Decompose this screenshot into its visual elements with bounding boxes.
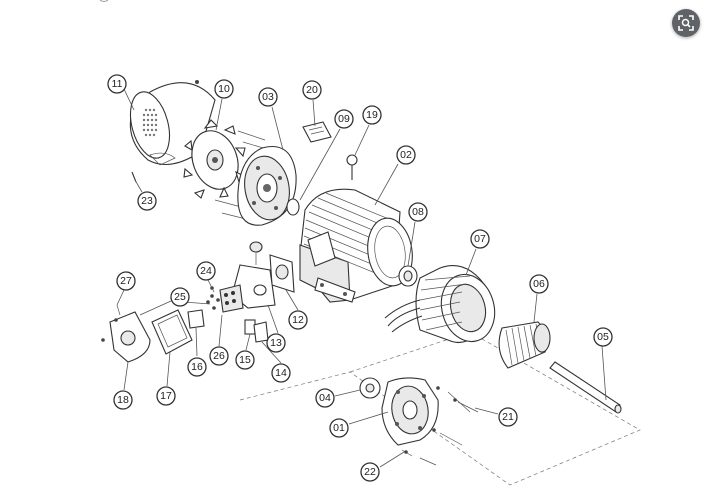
cooling-fan (183, 119, 246, 199)
svg-text:17: 17 (160, 390, 172, 402)
svg-text:20: 20 (306, 84, 318, 96)
callout-01: 01 (329, 418, 349, 438)
callout-04: 04 (315, 388, 335, 408)
svg-text:18: 18 (117, 394, 129, 406)
callout-23: 23 (137, 191, 157, 211)
front-bearing (398, 265, 418, 287)
svg-text:23: 23 (141, 195, 153, 207)
svg-text:21: 21 (502, 411, 514, 423)
svg-text:11: 11 (112, 78, 123, 90)
svg-text:19: 19 (366, 109, 378, 121)
svg-text:07: 07 (474, 233, 486, 245)
nameplate (302, 121, 332, 143)
terminal-cover-seal (151, 309, 193, 355)
callout-12: 12 (288, 310, 308, 330)
terminal-box-cover (101, 311, 151, 363)
callout-22: 22 (360, 462, 380, 482)
front-end-shield (381, 377, 439, 446)
svg-text:14: 14 (275, 367, 287, 379)
wave-washer (286, 198, 300, 216)
leader-lines (116, 88, 607, 468)
svg-text:12: 12 (292, 314, 304, 326)
svg-text:04: 04 (319, 392, 331, 404)
svg-text:05: 05 (597, 331, 609, 343)
callout-08: 08 (408, 202, 428, 222)
svg-text:24: 24 (200, 265, 212, 277)
callout-05: 05 (593, 327, 613, 347)
callout-18: 18 (113, 390, 133, 410)
assembly-guide-lines (239, 331, 641, 486)
terminal-box-base (231, 241, 276, 309)
svg-text:26: 26 (213, 350, 225, 362)
callout-26: 26 (209, 346, 229, 366)
svg-text:15: 15 (239, 354, 251, 366)
callout-03: 03 (258, 87, 278, 107)
terminal-board (206, 284, 244, 313)
callout-02: 02 (396, 145, 416, 165)
svg-text:02: 02 (400, 149, 412, 161)
terminal-cover-gasket (187, 309, 205, 329)
callout-19: 19 (362, 105, 382, 125)
callout-27: 27 (116, 271, 136, 291)
callout-07: 07 (470, 229, 490, 249)
shaft (549, 361, 622, 414)
svg-text:01: 01 (333, 422, 345, 434)
callout-24: 24 (196, 261, 216, 281)
callout-14: 14 (271, 363, 291, 383)
svg-text:06: 06 (533, 278, 545, 290)
callout-17: 17 (156, 386, 176, 406)
svg-text:22: 22 (364, 466, 376, 478)
svg-text:03: 03 (262, 91, 274, 103)
svg-text:10: 10 (218, 83, 230, 95)
motor-frame (299, 188, 413, 303)
svg-text:16: 16 (191, 361, 203, 373)
callout-06: 06 (529, 274, 549, 294)
svg-text:27: 27 (120, 275, 132, 287)
callout-20: 20 (302, 80, 322, 100)
svg-text:13: 13 (270, 337, 282, 349)
callout-15: 15 (235, 350, 255, 370)
stator (384, 265, 496, 344)
eye-bolt (346, 154, 358, 180)
terminal-box-gasket (269, 254, 295, 293)
svg-text:25: 25 (174, 291, 186, 303)
rear-end-shield (214, 130, 297, 226)
svg-text:09: 09 (338, 113, 350, 125)
callout-10: 10 (214, 79, 234, 99)
rotor (498, 321, 551, 369)
callout-16: 16 (187, 357, 207, 377)
callout-25: 25 (170, 287, 190, 307)
drive-end-bolts (401, 391, 479, 466)
visual-search-button[interactable] (672, 9, 700, 37)
callout-09: 09 (334, 109, 354, 129)
drive-end-seal (359, 377, 381, 399)
visual-search-icon (678, 15, 694, 31)
callout-11: 11 (107, 74, 127, 94)
callout-13: 13 (266, 333, 286, 353)
callout-21: 21 (498, 407, 518, 427)
svg-text:08: 08 (412, 206, 424, 218)
